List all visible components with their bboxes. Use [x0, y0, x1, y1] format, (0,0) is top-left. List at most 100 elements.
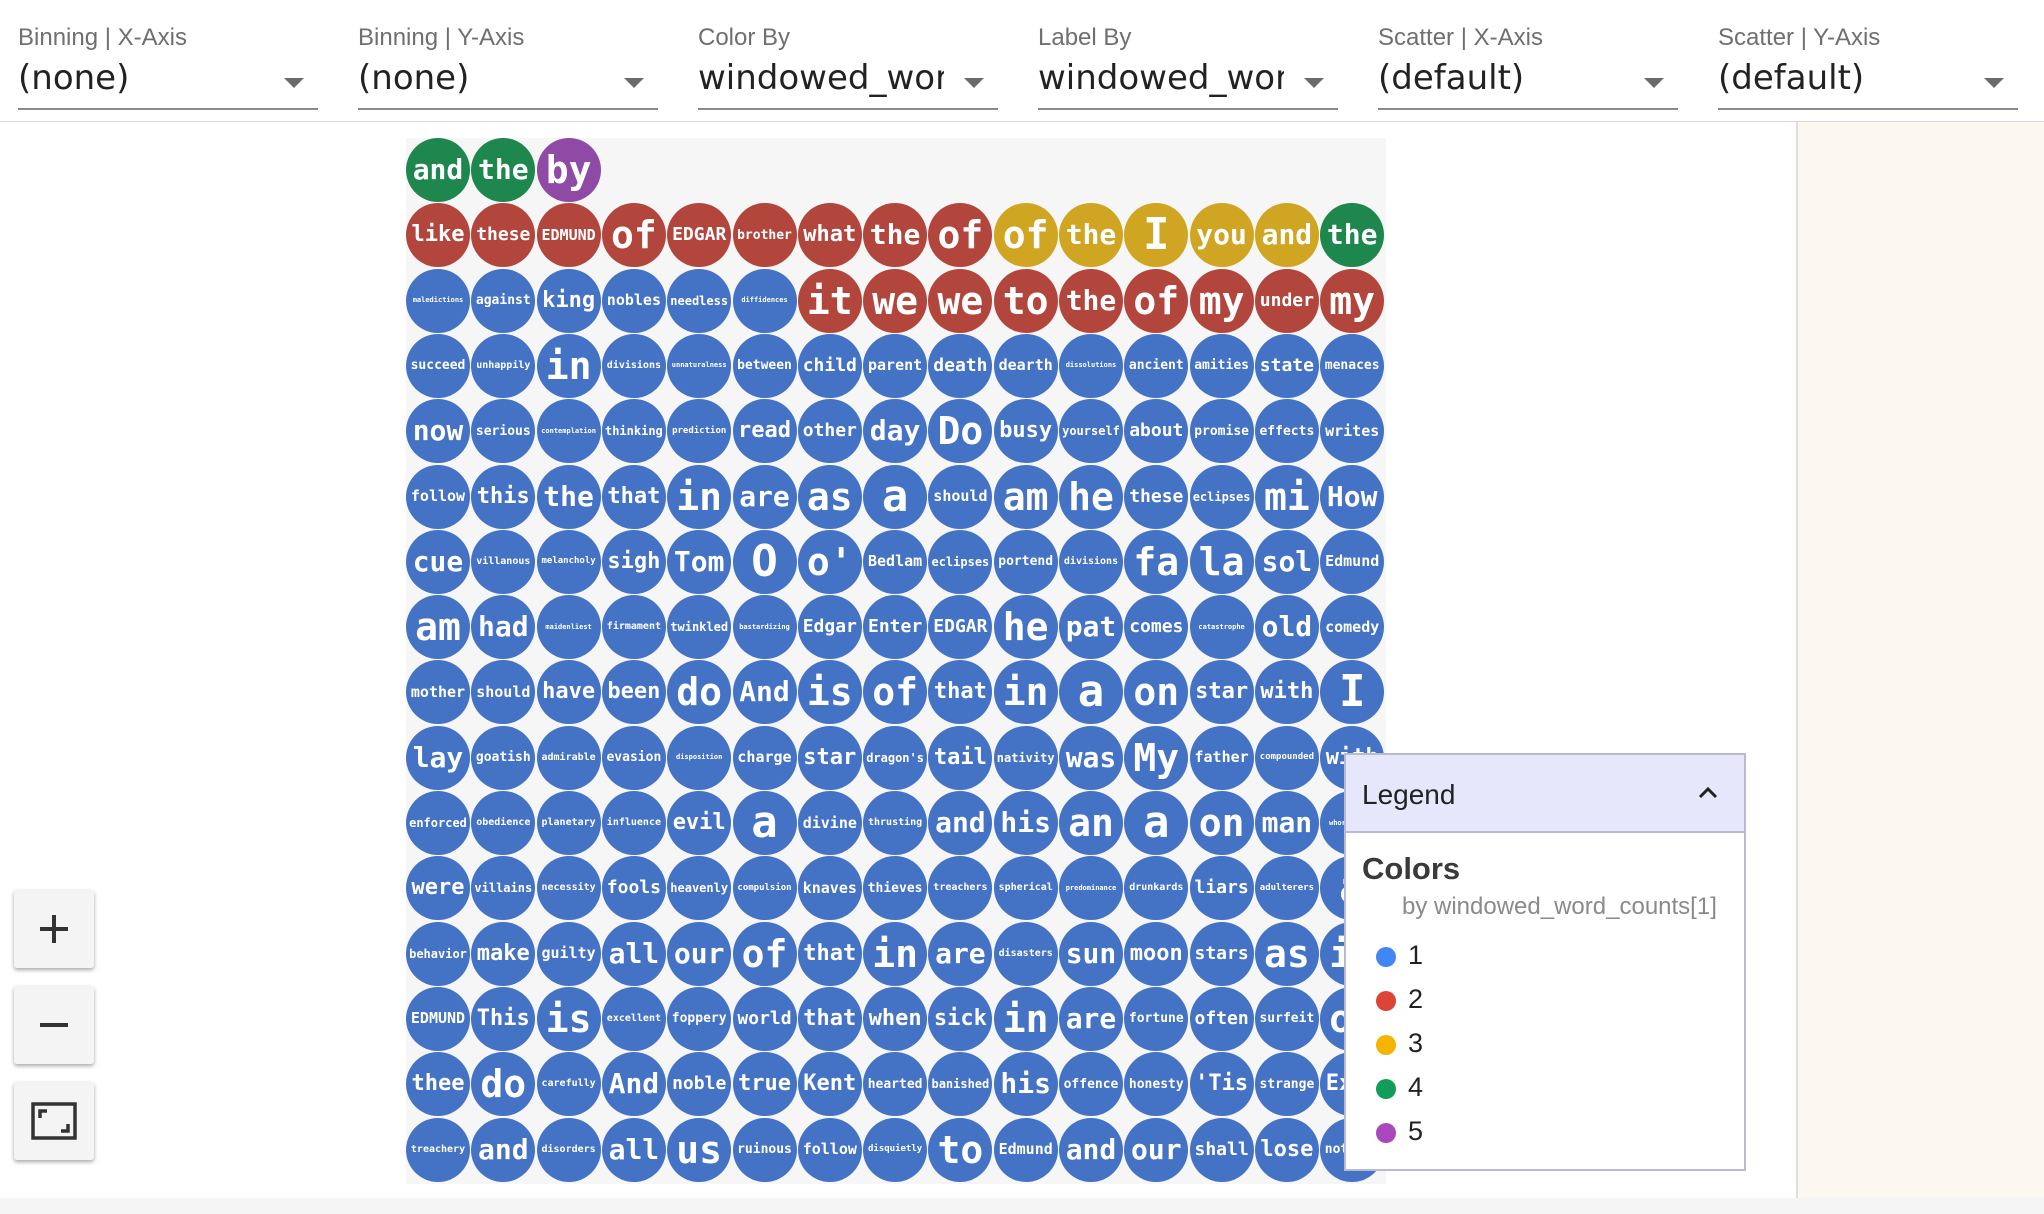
grid-dot[interactable]: it: [797, 268, 862, 333]
grid-dot[interactable]: of: [993, 203, 1058, 268]
grid-dot[interactable]: heavenly: [667, 856, 732, 921]
grid-dot[interactable]: menaces: [1320, 333, 1385, 398]
grid-dot[interactable]: compounded: [1254, 725, 1319, 790]
grid-dot[interactable]: the: [536, 464, 601, 529]
grid-dot[interactable]: evil: [667, 791, 732, 855]
grid-dot[interactable]: serious: [471, 399, 536, 464]
grid-dot[interactable]: ruinous: [732, 1117, 797, 1182]
grid-dot[interactable]: divisions: [1059, 529, 1123, 594]
grid-dot[interactable]: adulterers: [1254, 856, 1319, 921]
grid-dot[interactable]: contemplation: [536, 399, 601, 464]
grid-dot[interactable]: child: [797, 333, 862, 398]
grid-dot[interactable]: Bedlam: [863, 529, 928, 594]
grid-dot[interactable]: is: [797, 660, 862, 725]
grid-dot[interactable]: noble: [667, 1052, 732, 1117]
grid-dot[interactable]: influence: [601, 791, 666, 855]
grid-dot[interactable]: should: [928, 464, 993, 529]
grid-dot[interactable]: follow: [797, 1117, 862, 1182]
grid-dot[interactable]: we: [928, 268, 993, 333]
grid-dot[interactable]: enforced: [406, 791, 470, 855]
grid-dot[interactable]: about: [1124, 399, 1189, 464]
grid-dot[interactable]: stars: [1189, 921, 1254, 986]
fit-to-screen-button[interactable]: [14, 1082, 94, 1160]
grid-dot[interactable]: a: [1059, 660, 1123, 725]
grid-dot[interactable]: as: [1254, 921, 1319, 986]
grid-dot[interactable]: follow: [406, 464, 470, 529]
grid-dot[interactable]: the: [1059, 203, 1123, 268]
grid-dot[interactable]: of: [601, 203, 666, 268]
grid-dot[interactable]: My: [1124, 725, 1189, 790]
grid-dot[interactable]: goatish: [471, 725, 536, 790]
grid-dot[interactable]: Edgar: [797, 595, 862, 660]
grid-dot[interactable]: knaves: [797, 856, 862, 921]
grid-dot[interactable]: fa: [1124, 529, 1189, 594]
grid-dot[interactable]: you: [1189, 203, 1254, 268]
grid-dot[interactable]: foppery: [667, 986, 732, 1051]
grid-dot[interactable]: la: [1189, 529, 1254, 594]
grid-dot[interactable]: am: [993, 464, 1058, 529]
grid-dot[interactable]: had: [471, 595, 536, 660]
grid-dot[interactable]: thee: [406, 1052, 470, 1117]
grid-dot[interactable]: his: [993, 1052, 1058, 1117]
grid-dot[interactable]: state: [1254, 333, 1319, 398]
grid-dot[interactable]: sol: [1254, 529, 1319, 594]
grid-dot[interactable]: firmament: [601, 595, 666, 660]
grid-dot[interactable]: the: [471, 138, 536, 202]
grid-dot[interactable]: spherical: [993, 856, 1058, 921]
grid-dot[interactable]: our: [1124, 1117, 1189, 1182]
grid-dot[interactable]: as: [797, 464, 862, 529]
grid-dot[interactable]: nobles: [601, 268, 666, 333]
grid-dot[interactable]: busy: [993, 399, 1058, 464]
grid-dot[interactable]: lay: [406, 725, 470, 790]
grid-dot[interactable]: between: [732, 333, 797, 398]
grid-dot[interactable]: his: [993, 791, 1058, 855]
grid-dot[interactable]: sun: [1059, 921, 1123, 986]
grid-dot[interactable]: day: [863, 399, 928, 464]
grid-dot[interactable]: Do: [928, 399, 993, 464]
grid-dot[interactable]: cue: [406, 529, 470, 594]
grid-dot[interactable]: my: [1189, 268, 1254, 333]
grid-dot[interactable]: are: [732, 464, 797, 529]
grid-dot[interactable]: dragon's: [863, 725, 928, 790]
grid-dot[interactable]: charge: [732, 725, 797, 790]
grid-dot[interactable]: tail: [928, 725, 993, 790]
grid-dot[interactable]: world: [732, 986, 797, 1051]
grid-dot[interactable]: prediction: [667, 399, 732, 464]
grid-dot[interactable]: make: [471, 921, 536, 986]
grid-dot[interactable]: amities: [1189, 333, 1254, 398]
grid-dot[interactable]: diffidences: [732, 268, 797, 333]
grid-dot[interactable]: on: [1189, 791, 1254, 855]
grid-dot[interactable]: guilty: [536, 921, 601, 986]
grid-dot[interactable]: evasion: [601, 725, 666, 790]
grid-dot[interactable]: dearth: [993, 333, 1058, 398]
grid-dot[interactable]: are: [928, 921, 993, 986]
grid-dot[interactable]: death: [928, 333, 993, 398]
grid-dot[interactable]: was: [1059, 725, 1123, 790]
grid-dot[interactable]: our: [667, 921, 732, 986]
grid-dot[interactable]: disquietly: [863, 1117, 928, 1182]
grid-dot[interactable]: comedy: [1320, 595, 1385, 660]
grid-dot[interactable]: portend: [993, 529, 1058, 594]
grid-dot[interactable]: drunkards: [1124, 856, 1189, 921]
grid-dot[interactable]: And: [732, 660, 797, 725]
grid-dot[interactable]: man: [1254, 791, 1319, 855]
grid-dot[interactable]: EDMUND: [406, 986, 470, 1051]
grid-dot[interactable]: And: [601, 1052, 666, 1117]
grid-dot[interactable]: twinkled: [667, 595, 732, 660]
grid-dot[interactable]: O: [732, 529, 797, 594]
grid-dot[interactable]: my: [1320, 268, 1385, 333]
grid-dot[interactable]: are: [1059, 986, 1123, 1051]
grid-dot[interactable]: succeed: [406, 333, 470, 398]
grid-dot[interactable]: with: [1254, 660, 1319, 725]
grid-dot[interactable]: and: [928, 791, 993, 855]
grid-dot[interactable]: Edmund: [1320, 529, 1385, 594]
grid-dot[interactable]: nativity: [993, 725, 1058, 790]
grid-dot[interactable]: ancient: [1124, 333, 1189, 398]
grid-dot[interactable]: writes: [1320, 399, 1385, 464]
grid-dot[interactable]: the: [863, 203, 928, 268]
grid-dot[interactable]: EDMUND: [536, 203, 601, 268]
grid-dot[interactable]: in: [993, 986, 1058, 1051]
grid-dot[interactable]: bastardizing: [732, 595, 797, 660]
grid-dot[interactable]: that: [928, 660, 993, 725]
grid-dot[interactable]: necessity: [536, 856, 601, 921]
